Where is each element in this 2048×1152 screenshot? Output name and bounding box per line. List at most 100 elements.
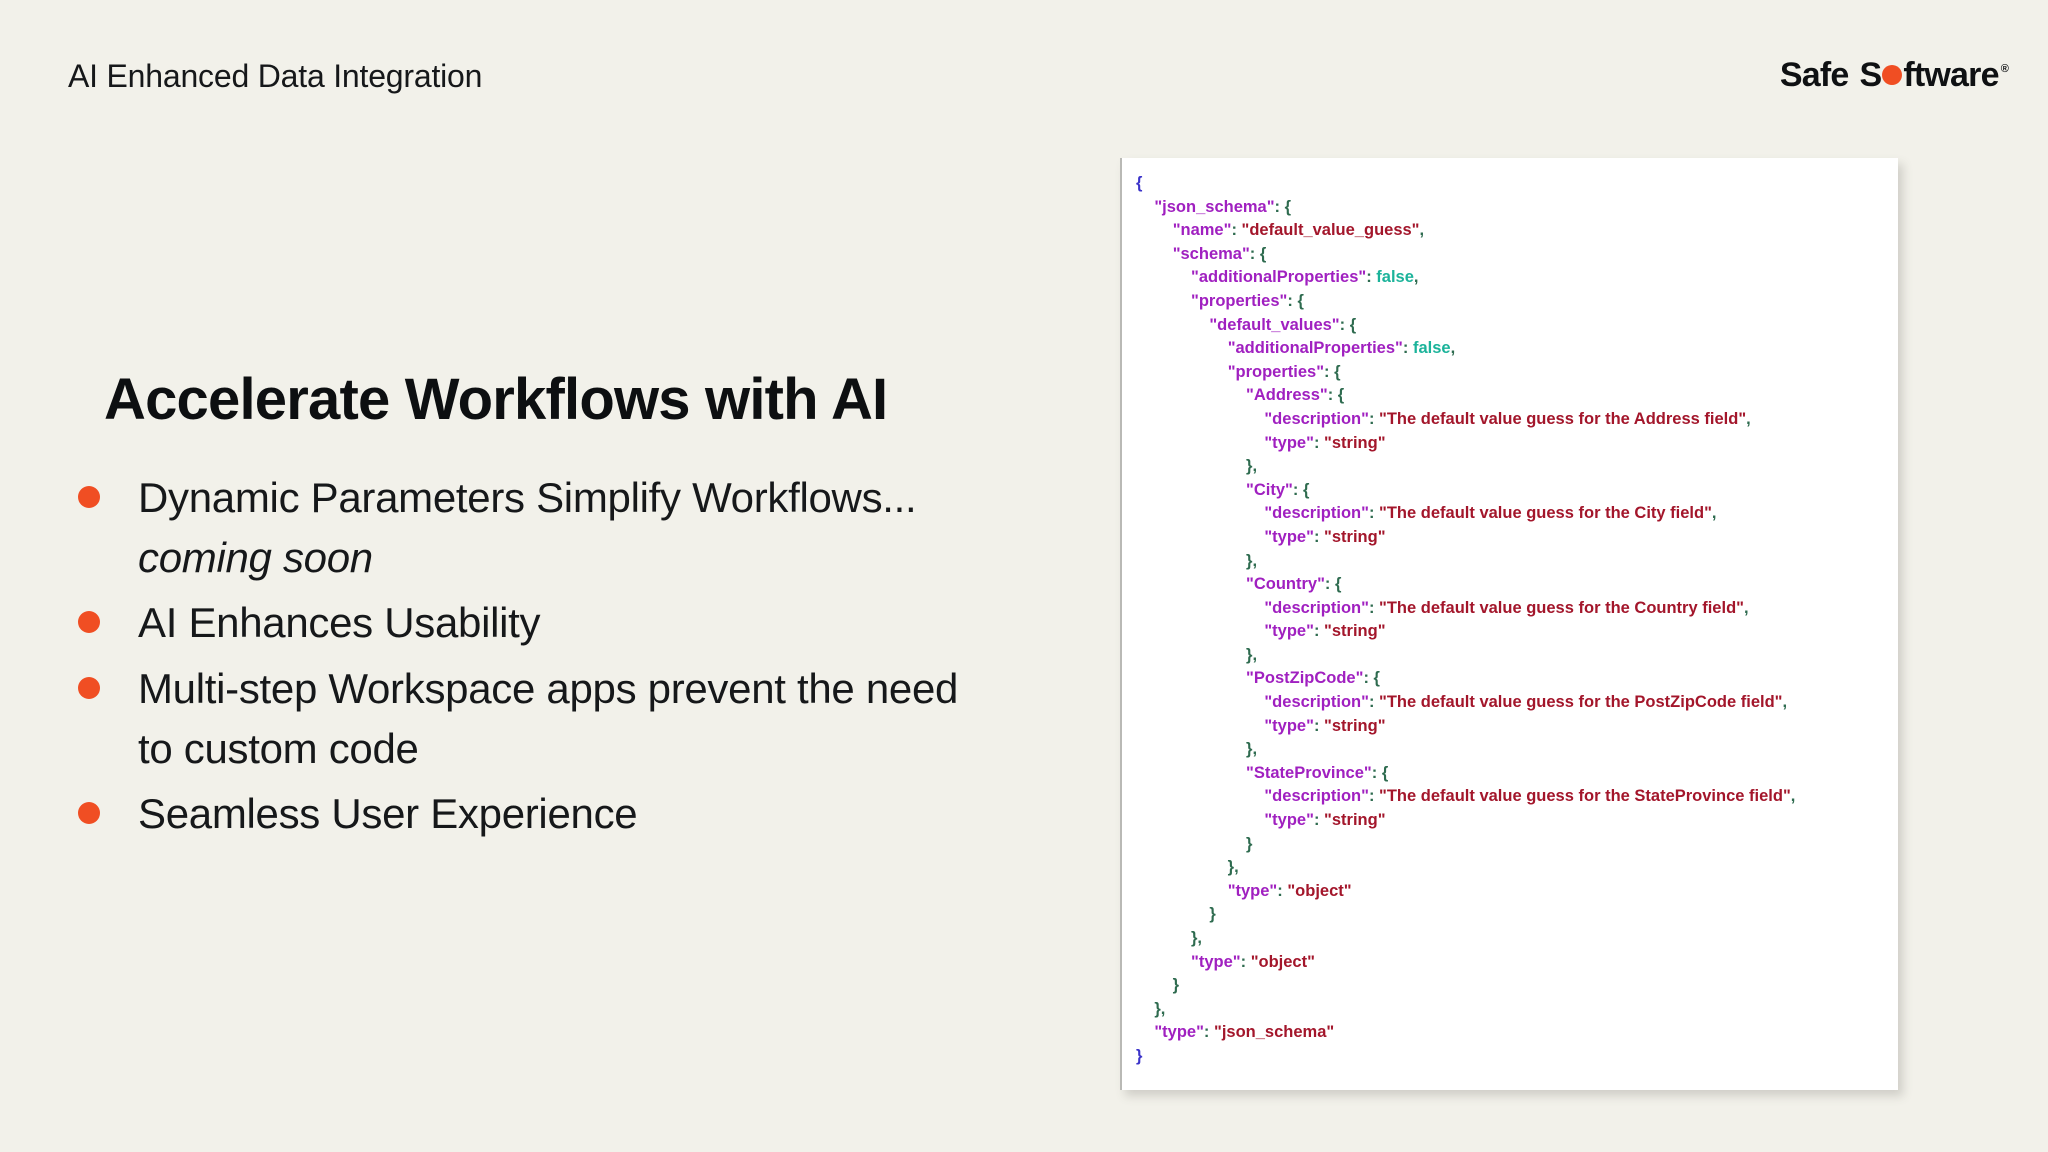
code-token-plain [1136, 339, 1228, 357]
code-token-punct: : [1313, 433, 1325, 452]
code-line: "description": "The default value guess … [1136, 691, 1888, 715]
slide-header-title: AI Enhanced Data Integration [68, 58, 483, 94]
code-line: "PostZipCode": { [1136, 667, 1888, 691]
code-token-plain [1136, 245, 1173, 263]
code-token-plain [1136, 811, 1264, 829]
code-token-plain [1136, 787, 1264, 805]
code-token-str: "The default value guess for the StatePr… [1379, 787, 1791, 806]
code-line: "description": "The default value guess … [1136, 502, 1888, 526]
code-token-plain [1136, 669, 1246, 687]
code-token-punct: }, [1136, 551, 1258, 570]
brand-trademark-symbol: ® [2000, 63, 2009, 75]
code-line: "type": "object" [1136, 951, 1888, 975]
code-line: "description": "The default value guess … [1136, 408, 1888, 432]
code-token-punct: : [1240, 952, 1251, 971]
code-line: }, [1136, 455, 1888, 479]
bullet-text-emphasis: coming soon [138, 533, 373, 581]
code-line: }, [1136, 550, 1888, 574]
brand-word-software-pre: S [1859, 56, 1882, 94]
bullet-text-main: Dynamic Parameters Simplify Workflows... [138, 474, 917, 521]
code-line: "name": "default_value_guess", [1136, 219, 1888, 243]
code-token-plain [1136, 363, 1228, 381]
code-token-punct: }, [1136, 999, 1166, 1018]
code-line: "additionalProperties": false, [1136, 337, 1888, 361]
code-token-plain [1136, 316, 1209, 334]
code-token-key: "type" [1191, 952, 1241, 971]
list-item: Dynamic Parameters Simplify Workflows...… [78, 468, 998, 587]
code-token-punct: , [1743, 598, 1749, 617]
code-token-str: "The default value guess for the Country… [1379, 598, 1744, 617]
code-token-punct: : [1313, 527, 1325, 546]
code-token-punct: : [1277, 881, 1288, 900]
code-token-key: "description" [1264, 693, 1369, 712]
code-token-punct: : [1231, 221, 1242, 240]
code-token-punct: , [1419, 221, 1425, 240]
code-line: } [1136, 903, 1888, 927]
code-token-bool: false [1376, 268, 1414, 287]
code-token-str: "string" [1324, 527, 1386, 546]
code-token-key: "PostZipCode" [1246, 669, 1364, 688]
code-line: }, [1136, 927, 1888, 951]
code-token-brace0: { [1136, 174, 1143, 192]
code-token-plain [1136, 410, 1264, 428]
code-line: "Address": { [1136, 384, 1888, 408]
code-token-bool: false [1412, 339, 1451, 358]
code-token-punct: : [1368, 409, 1380, 428]
bullet-text: Multi-step Workspace apps prevent the ne… [138, 659, 998, 778]
code-line: }, [1136, 644, 1888, 668]
code-token-plain [1136, 764, 1246, 782]
code-token-key: "description" [1264, 598, 1369, 617]
code-token-plain [1136, 599, 1264, 617]
code-token-str: "The default value guess for the Address… [1379, 409, 1747, 428]
code-token-str: "The default value guess for the City fi… [1379, 504, 1712, 523]
json-schema-code-panel: { "json_schema": { "name": "default_valu… [1120, 158, 1898, 1090]
bullet-dot-icon [78, 486, 100, 508]
code-line: "additionalProperties": false, [1136, 266, 1888, 290]
code-token-punct: , [1746, 409, 1751, 428]
code-token-str: "string" [1324, 716, 1386, 735]
code-line: "description": "The default value guess … [1136, 785, 1888, 809]
code-token-punct: : [1366, 268, 1377, 287]
code-token-key: "type" [1227, 881, 1278, 900]
bullet-text-main: Seamless User Experience [138, 790, 638, 838]
brand-word-software-post: ftware [1903, 56, 1999, 94]
code-token-punct: : { [1274, 197, 1292, 216]
list-item: AI Enhances Usability [78, 593, 998, 653]
code-line: "type": "string" [1136, 715, 1888, 739]
code-token-str: "object" [1250, 952, 1315, 971]
code-token-key: "description" [1264, 504, 1369, 523]
code-token-plain [1136, 481, 1246, 499]
code-token-plain [1136, 198, 1154, 216]
code-line: "properties": { [1136, 290, 1888, 314]
code-token-str: "default_value_guess" [1241, 221, 1420, 240]
code-line: "Country": { [1136, 573, 1888, 597]
code-token-key: "properties" [1191, 291, 1288, 310]
code-token-key: "type" [1264, 433, 1314, 452]
code-token-punct: : [1402, 339, 1413, 358]
code-token-key: "type" [1264, 811, 1314, 830]
code-line: "json_schema": { [1136, 196, 1888, 220]
code-token-plain [1136, 1023, 1154, 1041]
code-token-str: "string" [1324, 811, 1386, 830]
code-token-punct: : [1368, 693, 1380, 712]
code-line: "type": "string" [1136, 809, 1888, 833]
code-token-plain [1136, 221, 1173, 239]
code-token-punct: : { [1327, 386, 1345, 405]
code-token-key: "description" [1264, 787, 1369, 806]
code-token-punct: }, [1136, 929, 1203, 947]
code-token-punct: }, [1136, 740, 1258, 759]
bullet-text-main: Multi-step Workspace apps prevent the ne… [138, 664, 959, 772]
code-token-punct: }, [1136, 645, 1258, 664]
code-token-plain [1136, 953, 1191, 971]
code-token-punct: , [1790, 787, 1796, 806]
code-token-key: "schema" [1172, 244, 1250, 263]
code-token-punct: : { [1292, 480, 1310, 499]
code-token-punct: : { [1324, 575, 1342, 594]
code-token-punct: : { [1371, 763, 1389, 782]
code-token-plain [1136, 434, 1264, 452]
code-token-punct: : [1313, 716, 1325, 735]
code-token-punct: : [1313, 622, 1325, 641]
bullet-dot-icon [78, 676, 100, 699]
code-token-key: "Country" [1246, 575, 1325, 594]
code-token-key: "type" [1264, 527, 1314, 546]
